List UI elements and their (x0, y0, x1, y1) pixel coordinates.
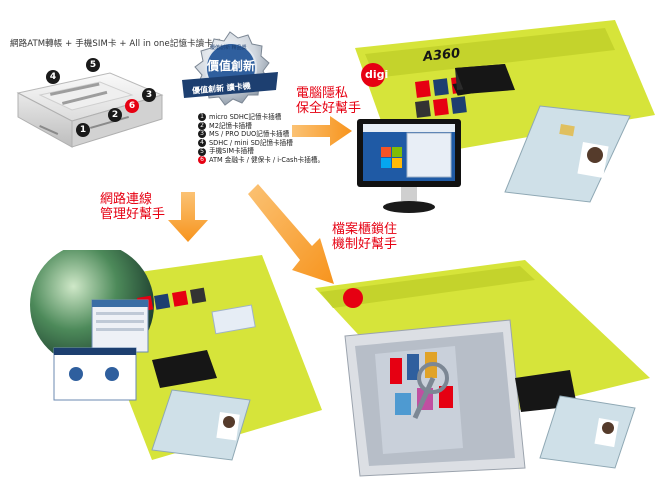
legend-number: 3 (198, 130, 206, 139)
headline: 網路ATM轉帳 + 手機SIM卡 + All in one記憶卡讀卡機 (10, 39, 222, 49)
callout-network: 網路連線 管理好幫手 (100, 192, 165, 222)
legend-text: 手機SIM卡插槽 (209, 147, 254, 156)
legend-item: 6 ATM 金融卡 / 健保卡 / i-Cash卡插槽。 (198, 156, 324, 165)
legend-text: micro SDHC記憶卡插槽 (209, 113, 282, 121)
network-scene (22, 243, 322, 475)
callout-privacy-line-2: 保全好幫手 (296, 101, 362, 116)
slot-marker-6: 6 (125, 99, 139, 113)
arrow-diagonal-icon (248, 184, 334, 284)
slot-legend: 1 micro SDHC記憶卡插槽 2 M2記憶卡插槽 3 MS / PRO D… (198, 113, 324, 165)
arrow-right-icon (292, 116, 352, 146)
monitor-illustration (355, 117, 465, 217)
legend-text: M2記憶卡插槽 (209, 121, 252, 130)
legend-text: MS / PRO DUO記憶卡插槽 (209, 130, 290, 139)
callout-privacy-line-1: 電腦隱私 (296, 86, 349, 101)
card-reader-illustration: 4 5 1 2 3 6 (10, 55, 170, 155)
callout-cabinet-line-2: 機制好幫手 (332, 237, 398, 252)
callout-network-line-2: 管理好幫手 (100, 207, 166, 222)
callout-network-line-1: 網路連線 (100, 192, 153, 207)
product-mat-top: digi A360 (355, 20, 655, 220)
slot-marker-4: 4 (46, 70, 60, 84)
legend-number: 1 (198, 113, 206, 122)
legend-number: 5 (198, 147, 206, 156)
legend-number: 2 (198, 121, 206, 130)
slot-marker-1: 1 (76, 123, 90, 137)
legend-item: 4 SDHC / mini SD記憶卡插槽 (198, 139, 324, 148)
badge-top-text: 優值創新 精品獎 (210, 45, 247, 51)
legend-text: SDHC / mini SD記憶卡插槽 (209, 138, 293, 147)
legend-item: 2 M2記憶卡插槽 (198, 122, 324, 131)
slot-marker-3: 3 (142, 88, 156, 102)
legend-text: ATM 金融卡 / 健保卡 / i-Cash卡插槽。 (209, 155, 325, 164)
slot-marker-2: 2 (108, 108, 122, 122)
legend-number: 4 (198, 139, 206, 148)
badge-main-text: 價值創新 (207, 59, 256, 73)
safe-scene (315, 258, 650, 480)
slot-marker-5: 5 (86, 58, 100, 72)
callout-cabinet: 檔案櫃鎖住 機制好幫手 (332, 222, 397, 252)
arrow-down-icon (168, 192, 208, 242)
legend-item: 1 micro SDHC記憶卡插槽 (198, 113, 324, 122)
callout-cabinet-line-1: 檔案櫃鎖住 (332, 222, 398, 237)
product-brand: digi (365, 68, 389, 81)
award-badge: 優值創新 精品獎 價值創新 優值創新 讀卡機 (180, 30, 280, 112)
legend-item: 5 手機SIM卡插槽 (198, 147, 324, 156)
legend-item: 3 MS / PRO DUO記憶卡插槽 (198, 130, 324, 139)
callout-privacy: 電腦隱私 保全好幫手 (296, 86, 361, 116)
legend-number: 6 (198, 156, 206, 165)
